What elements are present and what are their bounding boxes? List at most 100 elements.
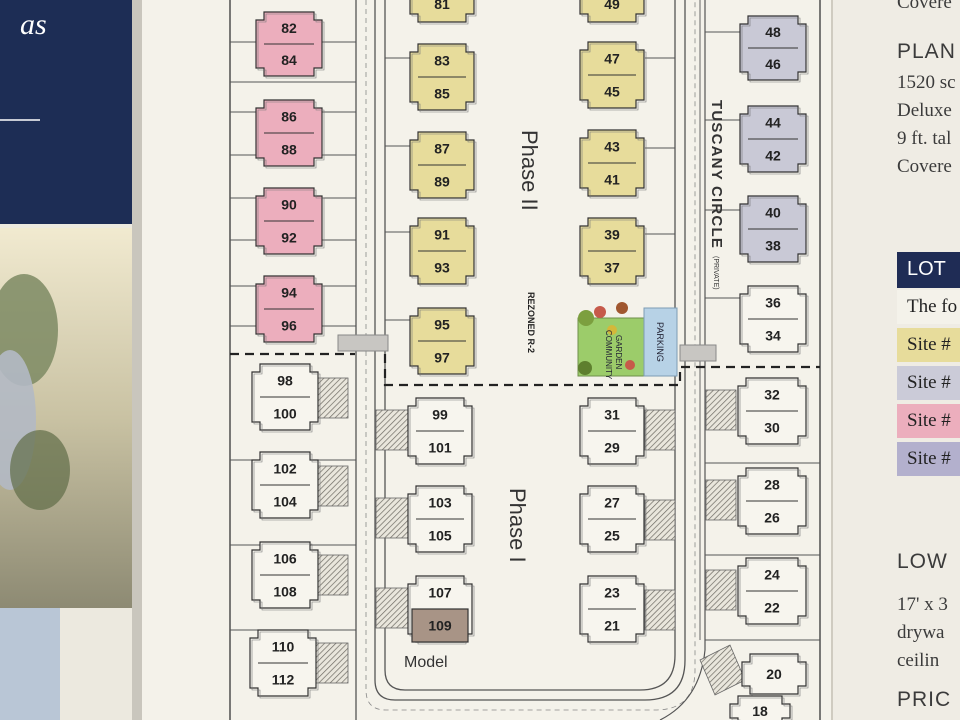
lot-number-21: 21 (604, 618, 620, 634)
lot-number-84: 84 (281, 52, 297, 68)
lot-number-31: 31 (604, 407, 620, 423)
lot-number-101: 101 (428, 440, 452, 456)
lot-number-86: 86 (281, 109, 297, 125)
garden-label-1: COMMUNITY (604, 330, 613, 380)
lot-number-32: 32 (764, 387, 780, 403)
legend-row-5: Site # (897, 442, 960, 476)
header-fragment: Covere (897, 0, 952, 13)
lot-number-94: 94 (281, 285, 297, 301)
lot-number-95: 95 (434, 317, 450, 333)
lot-number-26: 26 (764, 510, 780, 526)
lot-number-44: 44 (765, 115, 781, 131)
plan-heading: PLAN (897, 40, 956, 63)
rezoned-label: REZONED R-2 (526, 292, 536, 353)
lot-number-107: 107 (428, 585, 452, 601)
lot-number-89: 89 (434, 174, 450, 190)
lot-number-23: 23 (604, 585, 620, 601)
lot-number-106: 106 (273, 551, 297, 567)
duplex-building-24-22: 24 22 (737, 557, 809, 627)
lot-number-99: 99 (432, 407, 448, 423)
lot-number-83: 83 (434, 53, 450, 69)
lot-number-36: 36 (765, 295, 781, 311)
lot-number-29: 29 (604, 440, 620, 456)
lot-number-91: 91 (434, 227, 450, 243)
lot-number-105: 105 (428, 528, 452, 544)
lot-number-104: 104 (273, 494, 297, 510)
lot-number-100: 100 (273, 406, 297, 422)
duplex-building-18: 18 (729, 695, 793, 720)
street-name: TUSCANY CIRCLE (708, 100, 725, 249)
lot-number-18: 18 (752, 703, 768, 719)
low-heading: LOW (897, 550, 948, 573)
duplex-building-91-93: 91 93 (409, 217, 477, 287)
duplex-building-20: 20 (741, 653, 809, 697)
lot-number-46: 46 (765, 56, 781, 72)
lot-number-37: 37 (604, 260, 620, 276)
parking-label: PARKING (655, 322, 665, 362)
driveways (315, 377, 746, 696)
lot-number-24: 24 (764, 567, 780, 583)
lot-number-41: 41 (604, 172, 620, 188)
photo-corner (0, 608, 60, 720)
lot-number-47: 47 (604, 51, 620, 67)
lot-number-93: 93 (434, 260, 450, 276)
lot-number-39: 39 (604, 227, 620, 243)
lot-number-102: 102 (273, 461, 297, 477)
lot-number-22: 22 (764, 600, 780, 616)
inner-road (374, 0, 686, 701)
model-label: Model (404, 654, 448, 671)
duplex-building-86-88: 86 88 (255, 99, 325, 169)
lot-number-108: 108 (273, 584, 297, 600)
building-footprint (409, 0, 475, 23)
duplex-building-31-29: 31 29 (579, 397, 647, 467)
plan-line-4: Covere (897, 156, 952, 177)
lot-number-97: 97 (434, 350, 450, 366)
lot-number-42: 42 (765, 148, 781, 164)
duplex-building-102-104: 102 104 (251, 451, 321, 521)
duplex-building-49: 49 (579, 0, 647, 25)
lot-number-20: 20 (766, 666, 782, 682)
lot-number-82: 82 (281, 20, 297, 36)
building-footprint (729, 695, 791, 720)
lot-number-87: 87 (434, 141, 450, 157)
lot-number-43: 43 (604, 139, 620, 155)
low-line-1: 17' x 3 (897, 594, 948, 615)
price-heading: PRIC (897, 688, 952, 711)
navy-banner (0, 0, 132, 224)
building-footprint (741, 653, 807, 695)
low-line-2: drywa (897, 622, 945, 643)
lot-legend-header: LOT (897, 252, 960, 288)
plan-paper (142, 0, 832, 720)
duplex-building-81: 81 (409, 0, 477, 25)
lot-number-25: 25 (604, 528, 620, 544)
lot-number-98: 98 (277, 373, 293, 389)
duplex-building-39-37: 39 37 (579, 217, 647, 287)
lot-number-88: 88 (281, 142, 297, 158)
lot-number-34: 34 (765, 328, 781, 344)
duplex-building-98-100: 98 100 (251, 363, 321, 433)
lot-number-112: 112 (272, 672, 295, 688)
phase-2-label: Phase II (517, 130, 542, 211)
duplex-building-23-21: 23 21 (579, 575, 647, 645)
street-note: (PRIVATE) (712, 256, 719, 290)
lot-number-81: 81 (434, 0, 450, 12)
brochure-logo-fragment: as (20, 8, 47, 41)
duplex-building-87-89: 87 89 (409, 131, 477, 201)
duplex-building-95-97: 95 97 (409, 307, 477, 377)
plan-line-1: 1520 sc (897, 72, 956, 93)
